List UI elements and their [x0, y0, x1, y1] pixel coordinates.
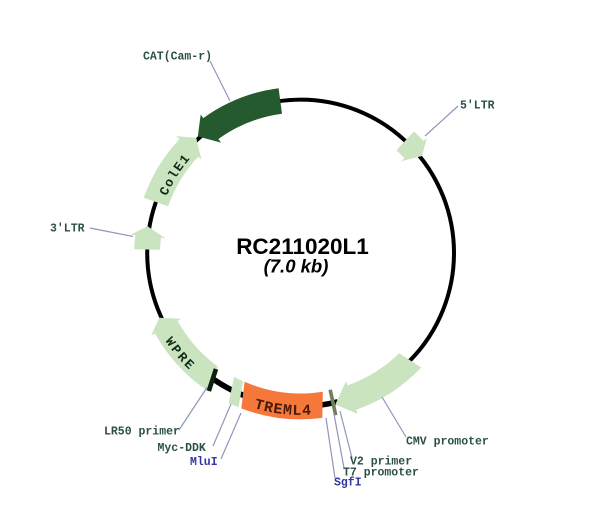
svg-text:CAT(Cam-r): CAT(Cam-r)	[143, 50, 212, 63]
svg-text:T7 promoter: T7 promoter	[343, 467, 419, 480]
svg-text:V2 primer: V2 primer	[350, 456, 412, 469]
svg-text:3'LTR: 3'LTR	[50, 223, 85, 236]
svg-text:LR50 primer: LR50 primer	[104, 425, 180, 438]
svg-text:RC211020L1: RC211020L1	[236, 234, 369, 259]
svg-text:MluI: MluI	[190, 456, 218, 469]
svg-text:Myc-DDK: Myc-DDK	[158, 442, 206, 455]
svg-text:(7.0 kb): (7.0 kb)	[264, 256, 329, 277]
svg-text:SgfI: SgfI	[334, 477, 362, 490]
svg-text:5'LTR: 5'LTR	[460, 100, 495, 113]
svg-text:CMV promoter: CMV promoter	[406, 436, 489, 449]
